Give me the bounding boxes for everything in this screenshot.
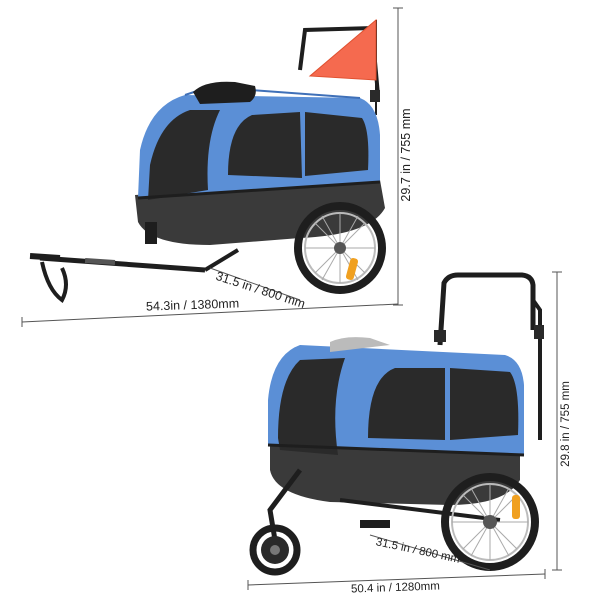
stroller-rear-wheel [441, 473, 539, 571]
trailer-base [135, 180, 385, 245]
stroller-height-label: 29.8 in / 755 mm [560, 381, 572, 467]
rear-wheel-reflector [512, 495, 520, 519]
tow-bar [29, 248, 240, 303]
wheel-reflector [345, 258, 359, 280]
trailer-wheel [294, 202, 386, 294]
stroller-dimension-lines [247, 271, 562, 590]
stroller-front-wheel [249, 524, 301, 576]
trailer-dimension-lines [21, 7, 403, 327]
top-storage-bag [193, 81, 256, 104]
flag-pennant [308, 18, 377, 81]
safety-flag [298, 18, 380, 115]
trailer-height-label: 29.7 in / 755 mm [399, 108, 413, 202]
jogging-stroller [249, 272, 544, 576]
stroller-front-mesh [278, 358, 345, 455]
stroller-side-mesh [368, 368, 445, 440]
stroller-handle [434, 272, 544, 440]
bike-trailer [29, 18, 386, 303]
side-mesh-window [228, 112, 302, 178]
front-mesh-window [148, 110, 220, 200]
